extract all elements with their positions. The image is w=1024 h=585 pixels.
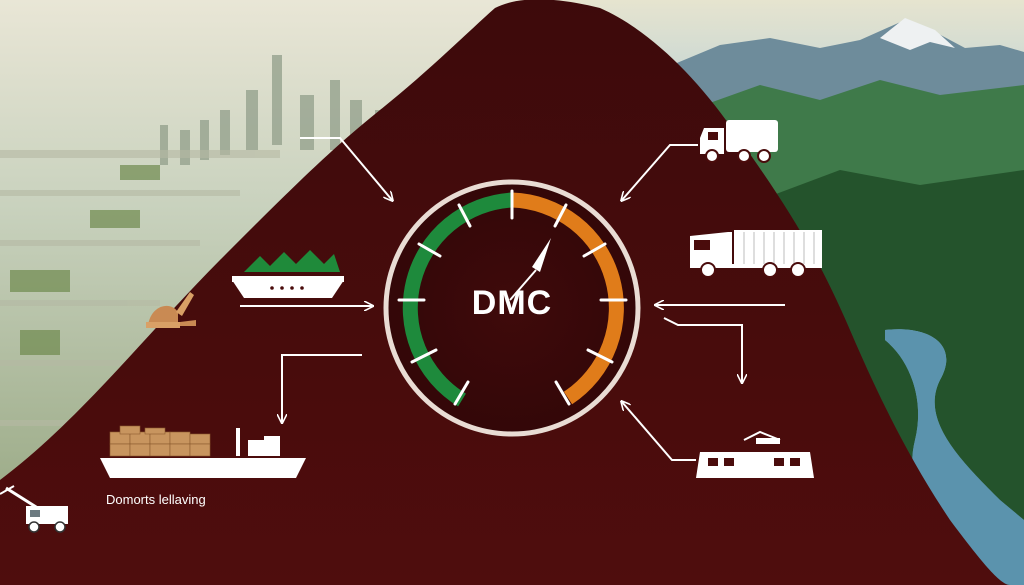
city-greens	[10, 165, 160, 355]
river-fill	[885, 329, 1024, 585]
arrow-bottom-right	[622, 402, 696, 461]
arrow-top-right	[622, 144, 698, 200]
arrow-left-bend	[282, 354, 362, 422]
flow-arrows	[240, 137, 785, 461]
container-truck-icon	[690, 230, 822, 278]
gauge-ticks	[397, 189, 628, 406]
caption-text: Domorts lellaving	[106, 492, 206, 507]
crane-truck-icon	[0, 485, 68, 533]
gauge-orange-arc	[511, 192, 624, 405]
gauge-green-arc	[402, 192, 513, 407]
city-blocks	[0, 150, 280, 426]
gauge-center-label: DMC	[471, 284, 553, 322]
gauge-outer-ring	[383, 179, 641, 437]
dmc-gauge	[383, 179, 641, 437]
ship-with-trees-icon	[232, 250, 344, 298]
arrow-top-left	[300, 137, 392, 200]
arrow-right-bend	[663, 317, 742, 382]
bulldozer-icon	[146, 292, 196, 328]
gauge-needle	[532, 238, 551, 272]
tipper-truck-icon	[700, 120, 778, 163]
snow-peak	[880, 18, 955, 50]
tram-icon	[696, 430, 814, 478]
cargo-ship-icon	[100, 425, 306, 478]
